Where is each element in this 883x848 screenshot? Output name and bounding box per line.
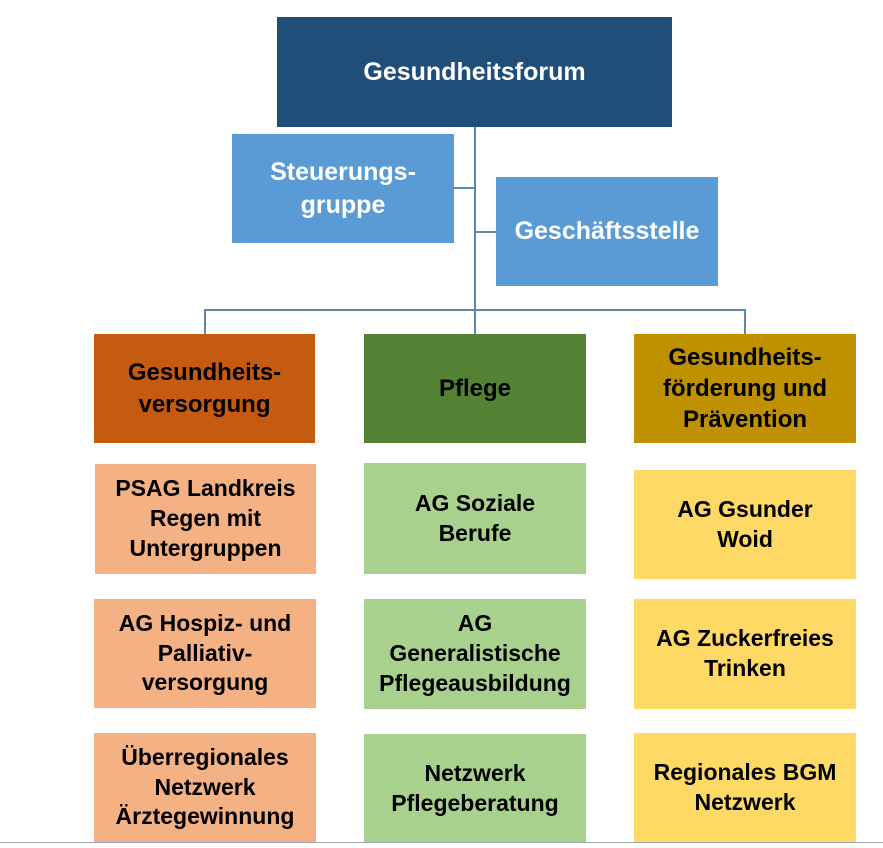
column-header-gesundheitsfoerderung: Gesundheits- förderung und Prävention [634,334,856,443]
steuerungsgruppe-box: Steuerungs- gruppe [232,134,454,243]
bottom-divider [0,842,883,843]
connector-trunk [474,126,476,334]
geschaeftsstelle-box: Geschäftsstelle [496,177,718,286]
gesundheitsforum-box: Gesundheitsforum [277,17,672,127]
column-header-pflege: Pflege [364,334,586,443]
item-aerztegewinnung: Überregionales Netzwerk Ärztegewinnung [94,733,316,842]
connector-steuerung [453,187,475,189]
connector-geschaeft [475,231,497,233]
column-header-gesundheitsversorgung: Gesundheits- versorgung [94,334,315,443]
item-soziale-berufe: AG Soziale Berufe [364,463,586,574]
item-psag: PSAG Landkreis Regen mit Untergruppen [95,464,316,574]
connector-horizontal [204,309,746,311]
connector-col1 [204,309,206,334]
item-bgm-netzwerk: Regionales BGM Netzwerk [634,733,856,843]
item-pflegeberatung: Netzwerk Pflegeberatung [364,734,586,843]
item-gsunder-woid: AG Gsunder Woid [634,470,856,579]
item-pflegeausbildung: AG Generalistische Pflegeausbildung [364,599,586,709]
item-hospiz: AG Hospiz- und Palliativ- versorgung [94,599,316,708]
connector-col3 [744,309,746,334]
item-zuckerfreies-trinken: AG Zuckerfreies Trinken [634,599,856,709]
